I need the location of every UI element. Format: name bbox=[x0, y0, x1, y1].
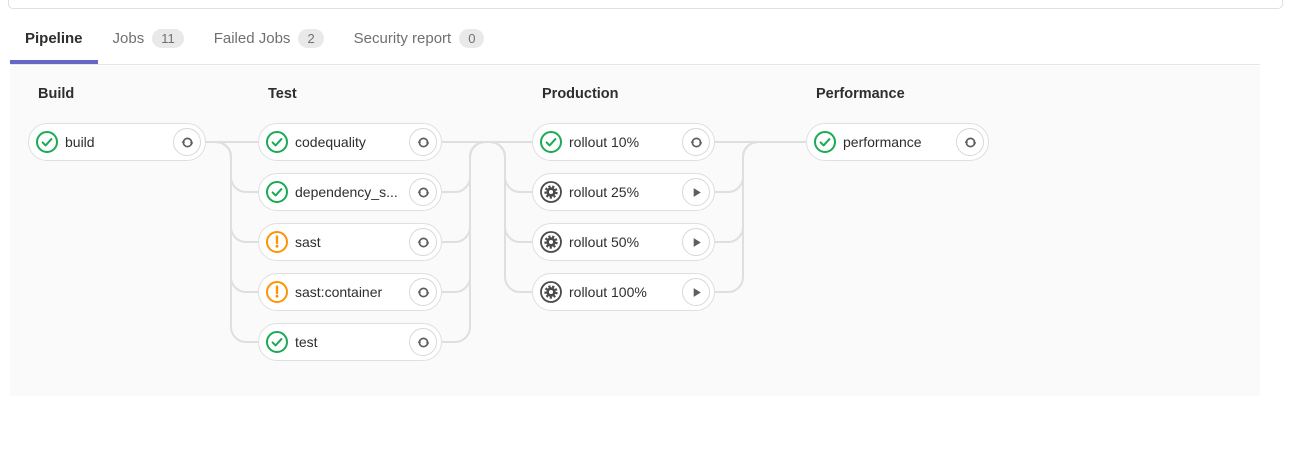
job-pill-dependency-s[interactable]: dependency_s... bbox=[258, 173, 442, 211]
tab-label: Security report bbox=[353, 30, 452, 47]
tab-label: Jobs bbox=[112, 30, 145, 47]
tab-label: Failed Jobs bbox=[213, 30, 291, 47]
job-name: sast bbox=[295, 234, 321, 250]
pipeline-connector-lines bbox=[206, 141, 806, 343]
retry-button[interactable] bbox=[682, 128, 710, 156]
tab-security-report[interactable]: Security report 0 bbox=[339, 9, 500, 64]
job-name: sast:container bbox=[295, 284, 383, 300]
success-icon bbox=[266, 181, 288, 203]
job-name: rollout 10% bbox=[569, 134, 640, 150]
job-pill-rollout-100[interactable]: rollout 100% bbox=[532, 273, 715, 311]
play-icon bbox=[693, 187, 701, 197]
job-name: test bbox=[295, 334, 318, 350]
tab-count-badge: 2 bbox=[298, 29, 324, 48]
retry-icon bbox=[417, 287, 429, 297]
warning-icon bbox=[266, 281, 288, 303]
job-pill-test[interactable]: test bbox=[258, 323, 442, 361]
pipeline-tab-bar: Pipeline Jobs 11 Failed Jobs 2 Security repor… bbox=[10, 9, 1260, 65]
job-name: rollout 100% bbox=[569, 284, 647, 300]
manual-gear-icon bbox=[540, 281, 562, 303]
retry-icon bbox=[690, 137, 702, 147]
play-button[interactable] bbox=[682, 278, 710, 306]
success-icon bbox=[266, 331, 288, 353]
retry-button[interactable] bbox=[956, 128, 984, 156]
retry-icon bbox=[417, 337, 429, 347]
retry-icon bbox=[417, 187, 429, 197]
retry-button[interactable] bbox=[409, 128, 437, 156]
tab-pipeline[interactable]: Pipeline bbox=[10, 9, 98, 64]
warning-icon bbox=[266, 231, 288, 253]
job-pill-sast[interactable]: sast bbox=[258, 223, 442, 261]
stage-header-performance: Performance bbox=[816, 86, 905, 102]
play-button[interactable] bbox=[682, 228, 710, 256]
retry-button[interactable] bbox=[173, 128, 201, 156]
job-pill-codequality[interactable]: codequality bbox=[258, 123, 442, 161]
play-icon bbox=[693, 237, 701, 247]
retry-button[interactable] bbox=[409, 278, 437, 306]
tab-label: Pipeline bbox=[25, 30, 83, 47]
job-pill-rollout-10[interactable]: rollout 10% bbox=[532, 123, 715, 161]
retry-button[interactable] bbox=[409, 178, 437, 206]
job-name: performance bbox=[843, 134, 922, 150]
retry-icon bbox=[964, 137, 976, 147]
stage-header-production: Production bbox=[542, 86, 619, 102]
success-icon bbox=[266, 131, 288, 153]
manual-gear-icon bbox=[540, 181, 562, 203]
retry-button[interactable] bbox=[409, 228, 437, 256]
success-icon bbox=[814, 131, 836, 153]
play-button[interactable] bbox=[682, 178, 710, 206]
job-pill-build[interactable]: build bbox=[28, 123, 206, 161]
stage-header-build: Build bbox=[38, 86, 75, 102]
retry-button[interactable] bbox=[409, 328, 437, 356]
retry-icon bbox=[417, 237, 429, 247]
job-pill-rollout-50[interactable]: rollout 50% bbox=[532, 223, 715, 261]
job-pill-sast-container[interactable]: sast:container bbox=[258, 273, 442, 311]
retry-icon bbox=[417, 137, 429, 147]
tab-count-badge: 0 bbox=[459, 29, 485, 48]
job-name: dependency_s... bbox=[295, 184, 398, 200]
success-icon bbox=[540, 131, 562, 153]
manual-gear-icon bbox=[540, 231, 562, 253]
job-pill-rollout-25[interactable]: rollout 25% bbox=[532, 173, 715, 211]
play-icon bbox=[693, 287, 701, 297]
tab-failed-jobs[interactable]: Failed Jobs 2 bbox=[199, 9, 339, 64]
tab-jobs[interactable]: Jobs 11 bbox=[98, 9, 199, 64]
pipeline-graph: Build build Test codequality dependency_… bbox=[10, 66, 1260, 396]
retry-icon bbox=[181, 137, 193, 147]
job-pill-performance[interactable]: performance bbox=[806, 123, 989, 161]
job-name: rollout 50% bbox=[569, 234, 640, 250]
stage-header-test: Test bbox=[268, 86, 297, 102]
job-name: codequality bbox=[295, 134, 366, 150]
success-icon bbox=[36, 131, 58, 153]
job-name: build bbox=[65, 134, 95, 150]
card-above-bottom-edge bbox=[8, 0, 1283, 9]
job-name: rollout 25% bbox=[569, 184, 640, 200]
tab-count-badge: 11 bbox=[152, 29, 184, 48]
